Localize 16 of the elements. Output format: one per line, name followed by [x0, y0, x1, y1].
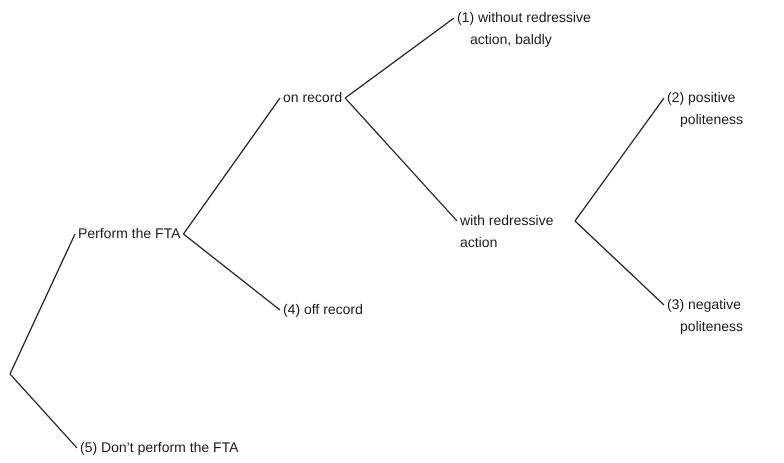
branch-label: on record [283, 86, 342, 108]
branch-label: Perform the FTA [78, 222, 180, 244]
branch-label: (4) off record [283, 298, 363, 320]
branch-line [10, 374, 78, 448]
branch-line [344, 17, 454, 99]
branch-label: with redressive action [460, 209, 572, 253]
branch-line [574, 220, 664, 306]
branch-line [183, 233, 280, 311]
branch-label: (1) without redressive action, baldly [457, 6, 635, 50]
branch-line [574, 98, 665, 222]
branch-line [344, 98, 458, 222]
branch-label: (3) negative politeness [667, 293, 780, 337]
branch-label: (2) positive politeness [667, 86, 770, 130]
branch-line [182, 98, 281, 234]
branch-line [9, 234, 76, 374]
branch-label: (5) Don’t perform the FTA [80, 436, 238, 458]
